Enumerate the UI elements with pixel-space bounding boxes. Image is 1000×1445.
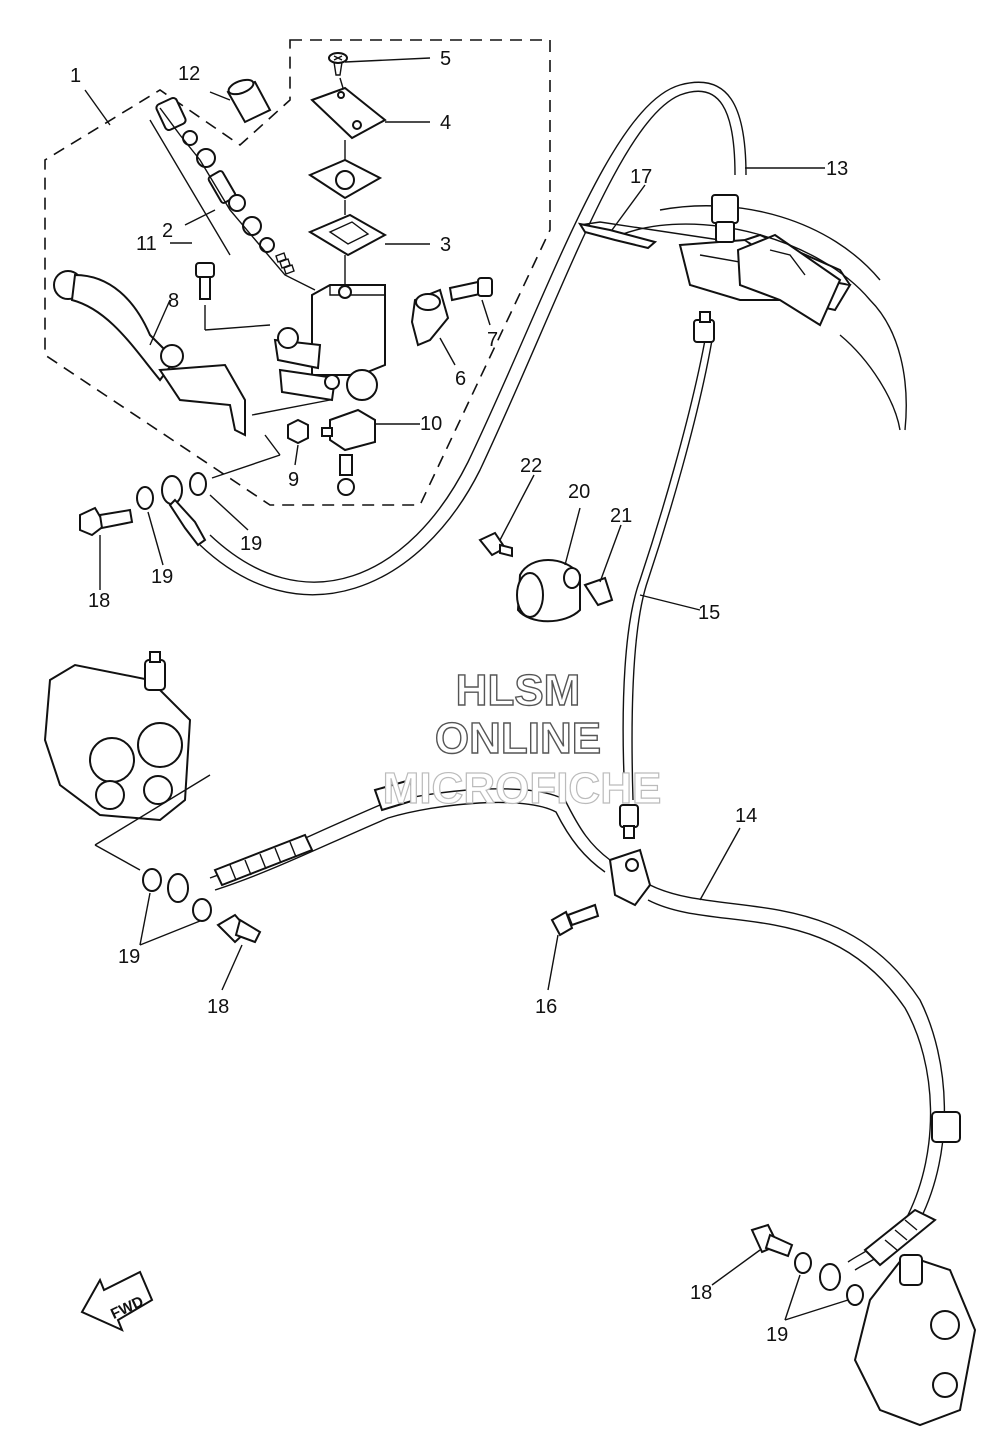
reservoir-cap-4 [310, 86, 387, 140]
callout-15: 15 [698, 602, 720, 624]
callout-19-upper-b: 19 [240, 533, 262, 555]
brake-hose-joint [608, 848, 652, 907]
forward-direction-arrow: FWD [80, 1270, 154, 1332]
callout-13: 13 [826, 158, 848, 180]
copper-washer-19-left-a [142, 868, 162, 892]
callout-21: 21 [610, 505, 632, 527]
callout-9: 9 [288, 469, 299, 491]
hose-clip-17 [577, 222, 658, 250]
diaphragm-plate [307, 158, 383, 200]
screw-22 [478, 531, 513, 558]
screw-5 [328, 52, 348, 76]
screw-21 [583, 576, 614, 607]
hose-banjo-upper [161, 475, 207, 547]
front-caliper-left [43, 651, 192, 822]
callout-4: 4 [440, 112, 451, 134]
master-cylinder-body [273, 284, 386, 402]
callout-8: 8 [168, 290, 179, 312]
brake-hose-13 [199, 90, 736, 596]
callout-22: 22 [520, 455, 542, 477]
parking-lock-holder-20 [516, 559, 581, 623]
callout-14: 14 [735, 805, 757, 827]
callout-11: 11 [136, 233, 157, 255]
piston-kit-2 [155, 96, 295, 275]
hose-banjo-left [167, 873, 189, 903]
hose-13-fitting [711, 194, 739, 243]
copper-washer-19-right-b [846, 1284, 864, 1306]
callout-6: 6 [455, 368, 466, 390]
joint-bolt-16 [550, 903, 600, 937]
union-bolt-18-upper [79, 506, 134, 537]
callout-18-upper: 18 [88, 590, 110, 612]
pivot-bolt-11 [195, 262, 215, 300]
pipe-15-bottom-fitting [619, 804, 639, 839]
brake-light-switch-10 [321, 408, 376, 496]
diaphragm-3 [307, 213, 388, 257]
nut-9 [287, 418, 309, 445]
watermark-line-3: MICROFICHE [383, 764, 662, 813]
callout-10: 10 [420, 413, 442, 435]
front-caliper-right [853, 1253, 977, 1427]
brake-lever [53, 270, 246, 437]
callout-5: 5 [440, 48, 451, 70]
watermark-line-1: HLSM [456, 666, 581, 715]
pipe-15-top-fitting [693, 311, 715, 343]
copper-washer-19-right-a [794, 1252, 812, 1274]
copper-washer-19-left-b [192, 898, 212, 922]
copper-washer-19-upper-b [189, 472, 207, 496]
callout-1: 1 [70, 65, 81, 87]
callout-19-upper-a: 19 [151, 566, 173, 588]
callout-20: 20 [568, 481, 590, 503]
union-bolt-18-left [216, 913, 262, 944]
callout-19-right: 19 [766, 1324, 788, 1346]
callout-17: 17 [630, 166, 652, 188]
lever-boot-12 [226, 78, 272, 124]
watermark-line-2: ONLINE [435, 714, 601, 763]
clamp-bolt-7 [448, 277, 493, 302]
master-cylinder-kit-outline [44, 39, 551, 506]
callout-16: 16 [535, 996, 557, 1018]
brake-pipe-15 [622, 339, 706, 801]
union-bolt-18-right [750, 1223, 794, 1258]
callout-12: 12 [178, 63, 200, 85]
callout-18-right: 18 [690, 1282, 712, 1304]
copper-washer-19-upper-a [136, 486, 154, 510]
callout-18-left: 18 [207, 996, 229, 1018]
hose-banjo-right [819, 1263, 841, 1291]
handlebar-bracket [736, 233, 842, 327]
brake-hose-13-inner [209, 81, 747, 583]
hose-left-armor [213, 778, 417, 887]
leader-lines [84, 57, 849, 1321]
handlebar-outline [619, 223, 907, 431]
holder-clamp-6 [410, 288, 450, 347]
hose-14-armor [863, 1111, 961, 1267]
callout-19-left: 19 [118, 946, 140, 968]
callout-3: 3 [440, 234, 451, 256]
brake-hose-14 [649, 884, 946, 1271]
callout-2: 2 [162, 220, 173, 242]
callout-7: 7 [487, 329, 498, 351]
